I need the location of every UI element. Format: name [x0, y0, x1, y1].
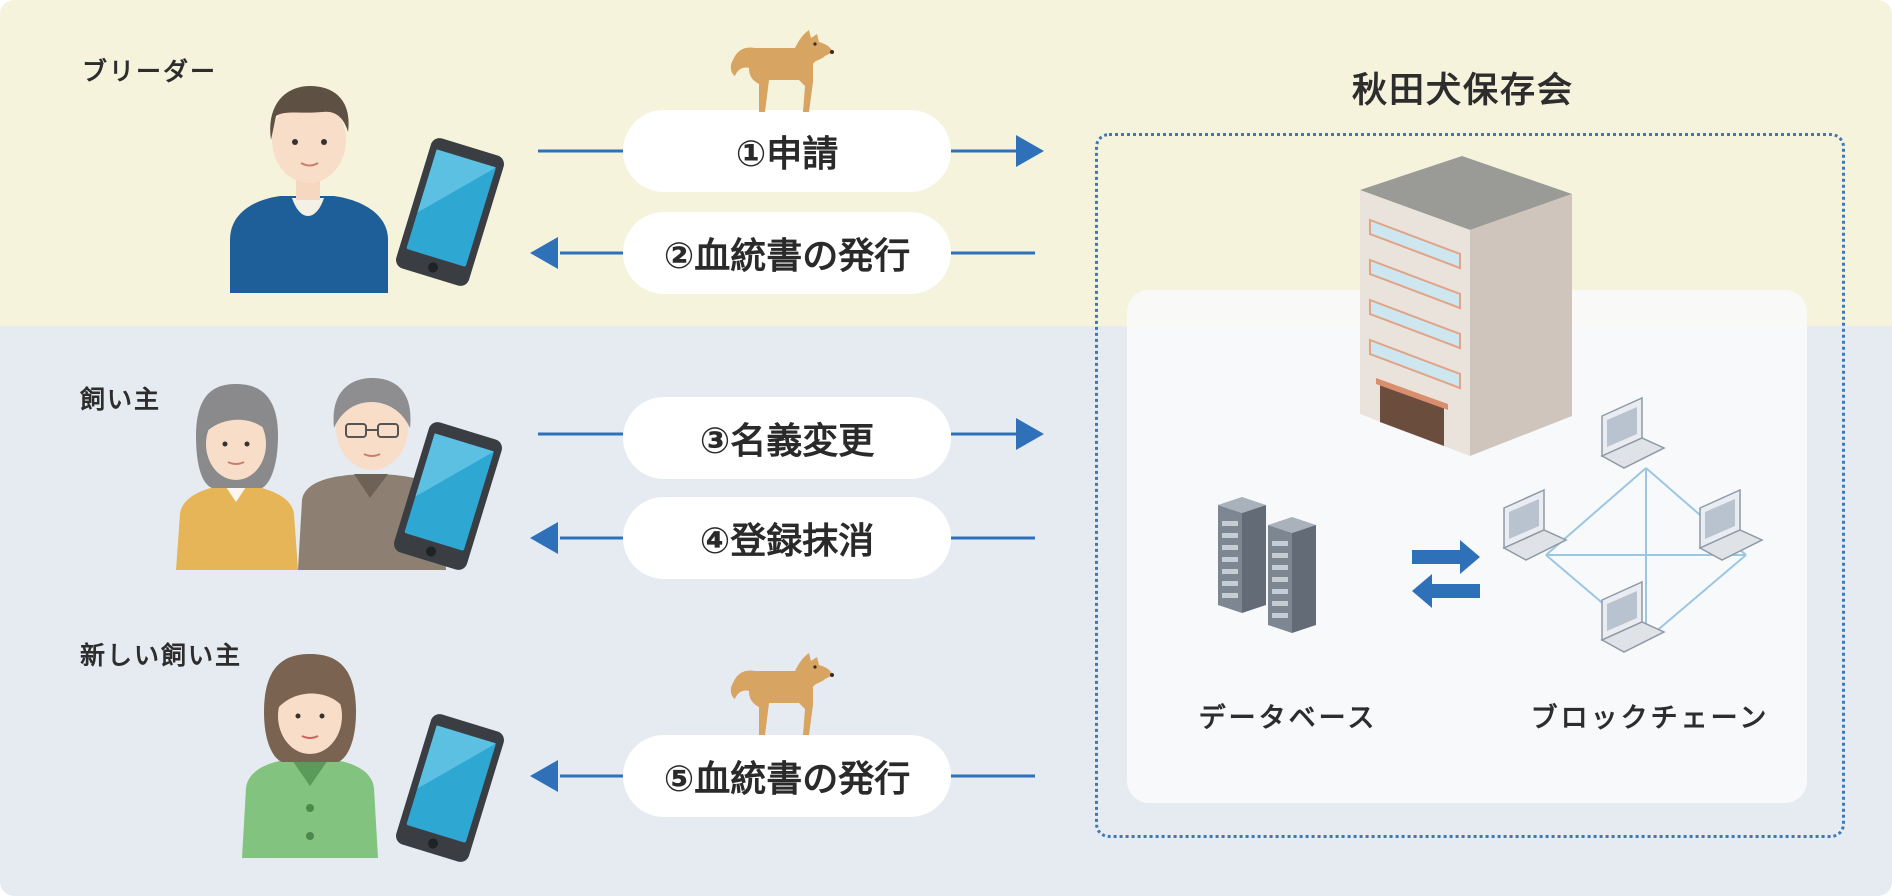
server-icon [1268, 517, 1316, 633]
step-3-pill: ③名義変更 [623, 397, 951, 479]
laptop-icon [1503, 489, 1567, 561]
laptop-icon [1601, 581, 1665, 653]
laptop-icon [1601, 397, 1665, 469]
arrowhead-left-2 [530, 237, 558, 269]
building-icon [1360, 156, 1572, 456]
step-5-pill: ⑤血統書の発行 [623, 735, 951, 817]
role-label-breeder: ブリーダー [82, 57, 218, 86]
database-label: データベース [1198, 703, 1378, 734]
laptop-icon [1699, 489, 1763, 561]
step-1-pill: ①申請 [623, 110, 951, 192]
blockchain-label: ブロックチェーン [1530, 703, 1770, 734]
organization-boundary [1095, 133, 1845, 838]
person-icon [242, 654, 378, 858]
arrowhead-right-3 [1016, 418, 1044, 450]
arrowhead-left-5 [530, 760, 558, 792]
dog-icon [730, 30, 834, 112]
arrowhead-left-4 [530, 522, 558, 554]
person-icon [176, 384, 298, 570]
smartphone-icon [393, 135, 507, 289]
smartphone-icon [391, 419, 505, 573]
step-2-pill: ②血統書の発行 [623, 212, 951, 294]
role-label-new-owner: 新しい飼い主 [80, 641, 243, 670]
dog-icon [730, 653, 834, 735]
organization-title: 秋田犬保存会 [1352, 71, 1575, 111]
smartphone-icon [393, 711, 507, 865]
sync-arrows-icon [1412, 540, 1480, 608]
step-4-pill: ④登録抹消 [623, 497, 951, 579]
arrowhead-right-1 [1016, 135, 1044, 167]
server-icon [1218, 497, 1266, 613]
person-icon [230, 86, 388, 293]
role-label-owner: 飼い主 [80, 385, 162, 414]
